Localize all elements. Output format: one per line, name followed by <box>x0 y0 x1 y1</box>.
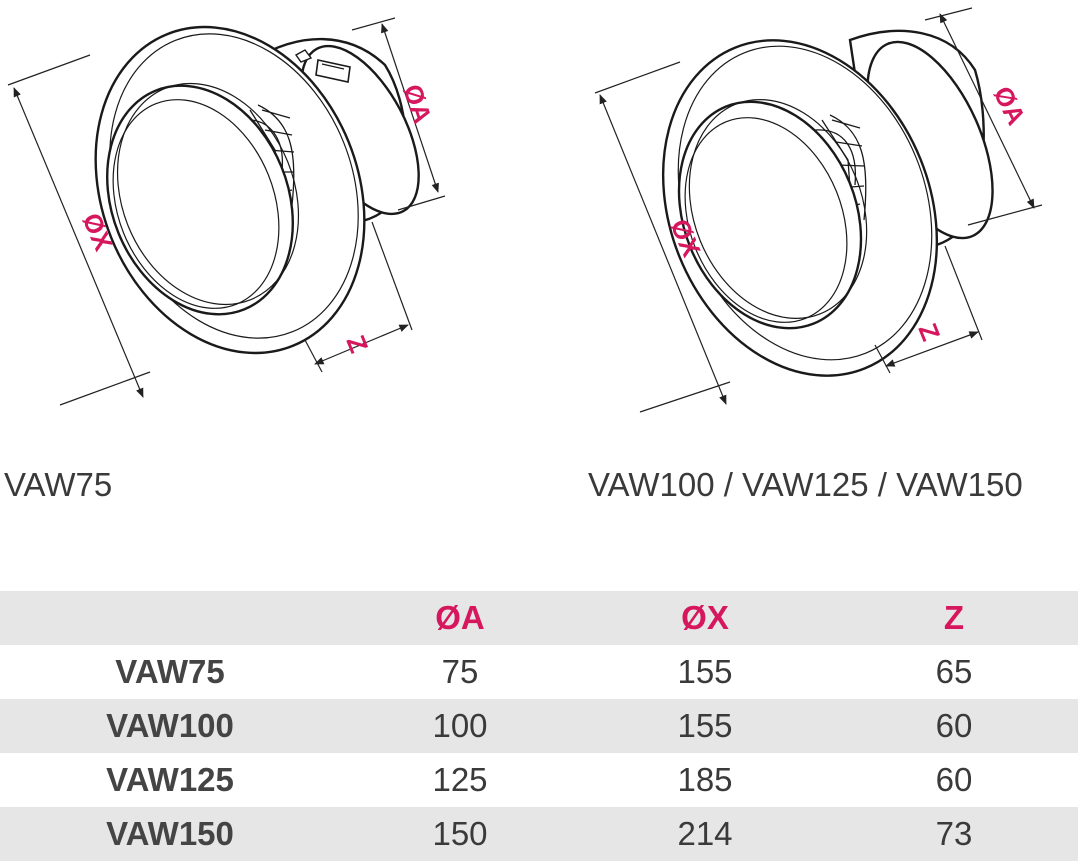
header-model <box>0 591 340 645</box>
model-cell: VAW100 <box>106 707 234 744</box>
diameter-x-cell: 185 <box>677 761 733 798</box>
technical-drawing: ØX ØA Z ØX Ø <box>7 7 1043 413</box>
diameter-a-cell: 75 <box>441 653 479 690</box>
model-cell: VAW125 <box>106 761 234 798</box>
model-cell: VAW150 <box>106 815 234 852</box>
diameter-x-cell: 214 <box>677 815 733 852</box>
z-cell: 60 <box>935 761 973 798</box>
diameter-a-cell: 125 <box>432 761 488 798</box>
diameter-a-cell: 100 <box>432 707 488 744</box>
header-z: Z <box>943 599 965 636</box>
diameter-a-cell: 150 <box>432 815 488 852</box>
diameter-x-cell: 155 <box>677 653 733 690</box>
diameter-x-cell: 155 <box>677 707 733 744</box>
caption-vaw75: VAW75 <box>4 466 113 503</box>
dim-label-z-left: Z <box>340 331 374 357</box>
table-row: VAW75 75 155 65 <box>0 645 1078 699</box>
table-row: VAW100 100 155 60 <box>0 699 1078 753</box>
dimension-lines-vaw75 <box>7 17 446 406</box>
dimensions-table: ØA ØX Z VAW75 75 155 65 VAW100 100 155 6… <box>0 591 1078 861</box>
vent-drawing-vaw100-150 <box>661 29 994 377</box>
z-cell: 65 <box>935 653 973 690</box>
caption-vaw100-150: VAW100 / VAW125 / VAW150 <box>588 466 1023 503</box>
header-diameter-x: ØX <box>681 599 729 636</box>
table-row: VAW125 125 185 60 <box>0 753 1078 807</box>
z-cell: 60 <box>935 707 973 744</box>
header-diameter-a: ØA <box>435 599 485 636</box>
vent-drawing-vaw75 <box>94 25 420 355</box>
model-cell: VAW75 <box>115 653 225 690</box>
table-header-row: ØA ØX Z <box>0 591 1078 645</box>
z-cell: 73 <box>935 815 973 852</box>
dimension-lines-vaw100-150 <box>594 7 1043 413</box>
table-row: VAW150 150 214 73 <box>0 807 1078 861</box>
dim-label-a-right: ØA <box>988 81 1032 129</box>
